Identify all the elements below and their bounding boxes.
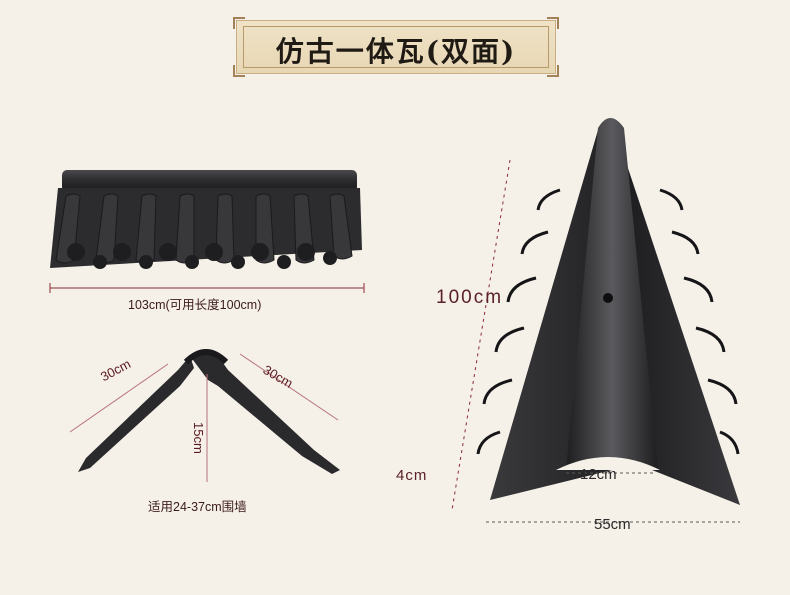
ridge-step	[683, 276, 714, 303]
section-ridge	[183, 349, 229, 365]
ridge-step	[482, 378, 513, 405]
horizontal-tile-image	[50, 170, 362, 269]
height-label: 100cm	[436, 287, 504, 308]
banner-corner-ornament	[547, 17, 559, 29]
wall-fit-label: 适用24-37cm围墙	[148, 500, 247, 514]
section-right-slope	[190, 350, 340, 474]
cross-section-image	[78, 349, 340, 474]
dimension-line-right-slope	[239, 353, 339, 421]
ridge-width-label: 12cm	[580, 466, 617, 483]
section-left-slope	[78, 356, 194, 472]
section-height-label: 15cm	[191, 422, 206, 454]
ridge-step	[695, 326, 726, 353]
dimension-line-left-slope	[69, 363, 169, 433]
page-title: 仿古一体瓦(双面)	[275, 35, 517, 68]
ridge-step	[659, 188, 684, 211]
length-label: 103cm(可用长度100cm)	[128, 298, 262, 312]
ridge-step	[506, 276, 537, 303]
ridge-step	[707, 378, 738, 405]
dimension-line-height-large	[451, 159, 511, 511]
banner-border	[243, 26, 549, 68]
banner-corner-ornament	[233, 17, 245, 29]
ridge-center-cap	[566, 118, 658, 470]
mounting-hole	[603, 293, 613, 303]
base-width-label: 55cm	[594, 516, 631, 533]
ridge-step	[520, 230, 549, 255]
ridge-right-face	[612, 120, 740, 505]
ridge-step	[536, 188, 561, 211]
edge-label: 4cm	[396, 467, 428, 484]
ridge-step	[494, 326, 525, 353]
ridge-opening	[556, 457, 660, 470]
ridge-step	[719, 430, 740, 455]
ridge-tile-image	[476, 118, 740, 505]
title-banner: 仿古一体瓦(双面)	[233, 17, 559, 77]
ridge-step	[476, 430, 501, 455]
banner-corner-ornament	[547, 65, 559, 77]
tile-rib	[329, 193, 353, 260]
ridge-step	[671, 230, 700, 255]
tile-ridge-cap	[62, 170, 357, 192]
banner-corner-ornament	[233, 65, 245, 77]
